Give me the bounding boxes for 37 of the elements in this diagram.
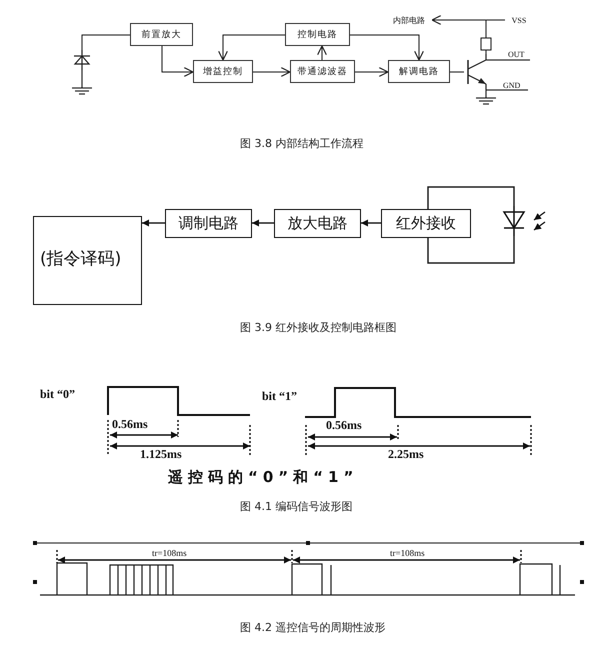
figure-heading: 遥控码的“0”和“1” (168, 468, 358, 487)
node-label: VSS (505, 13, 533, 27)
pin-label: GND (503, 81, 520, 90)
pin-label: OUT (508, 50, 524, 59)
bit-label: bit “0” (40, 387, 76, 402)
dimension-label: tr=108ms (150, 548, 189, 558)
dimension-label: 0.56ms (326, 418, 362, 433)
connector-arrow (361, 220, 381, 226)
connector-arrow (218, 34, 286, 61)
process-box: 解调电路 (388, 60, 450, 83)
process-box: 红外接收 (381, 209, 471, 238)
connector-arrow (252, 66, 291, 78)
figure-caption: 图 3.9 红外接收及控制电路框图 (240, 320, 396, 335)
figure-caption: 图 3.8 内部结构工作流程 (240, 136, 364, 151)
process-box: 增益控制 (193, 60, 253, 83)
figure-caption: 图 4.2 遥控信号的周期性波形 (240, 620, 386, 635)
connector-arrow (350, 34, 424, 61)
process-box: 控制电路 (285, 23, 350, 46)
dimension-label: 2.25ms (388, 447, 424, 462)
photodiode-symbol (72, 50, 92, 70)
figure-caption: 图 4.1 编码信号波形图 (240, 499, 352, 514)
connector-arrow (486, 20, 506, 54)
dimension-label: 0.56ms (112, 417, 148, 432)
process-box: (指令译码) (33, 216, 142, 305)
connector-arrow (252, 220, 274, 226)
connector-arrow (316, 45, 328, 60)
connector-arrow (162, 46, 194, 78)
node-label: 内部电路 (386, 13, 432, 27)
process-box: 带通滤波器 (290, 60, 355, 83)
bit-label: bit “1” (262, 389, 298, 404)
dimension-label: tr=108ms (388, 548, 427, 558)
connector-arrow (354, 66, 389, 78)
process-box: 放大电路 (274, 209, 361, 238)
dimension-label: 1.125ms (140, 447, 182, 462)
process-box: 前置放大 (130, 23, 193, 46)
process-box: 调制电路 (165, 209, 252, 238)
connector-arrow (142, 220, 165, 226)
